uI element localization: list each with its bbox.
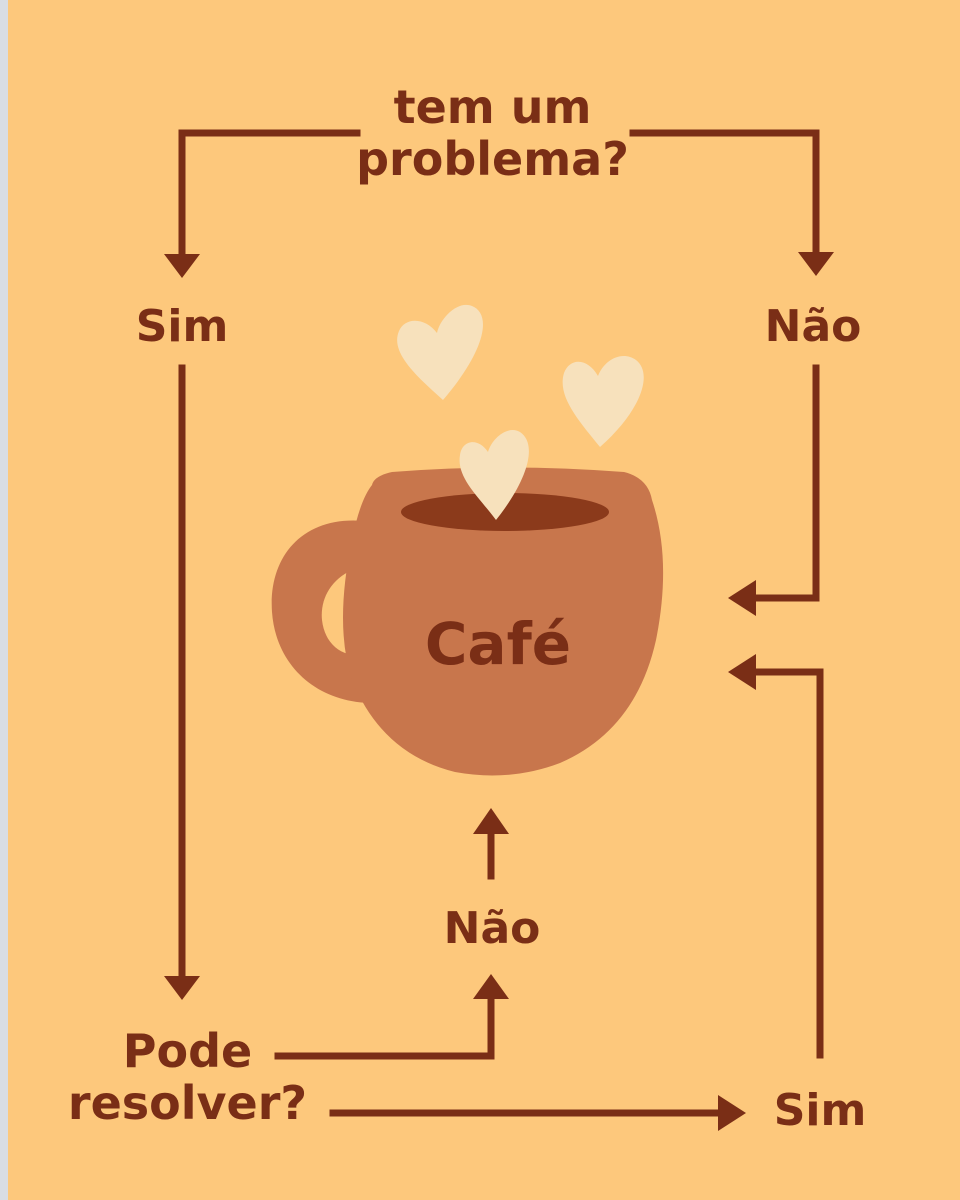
connector-question-to-yes: [178, 129, 361, 262]
answer-yes-left: Sim: [135, 301, 229, 352]
connector-no-to-cafe: [748, 364, 820, 602]
answer-no-right: Não: [764, 301, 862, 352]
page-edge: [0, 0, 8, 1200]
arrowhead-down-right: [798, 252, 834, 276]
question-bottom-line2: resolver?: [67, 1075, 308, 1130]
arrowhead-left-yes: [728, 654, 756, 690]
answer-yes-bottom: Sim: [773, 1085, 867, 1136]
connector-question-to-no: [629, 129, 820, 260]
heart-icon: [397, 304, 483, 400]
arrowhead-down-left: [164, 254, 200, 278]
heart-icon: [562, 355, 644, 447]
heart-icon: [459, 430, 529, 520]
arrowhead-right-yes: [718, 1095, 746, 1131]
arrowhead-up-no-bottom: [473, 974, 509, 999]
connector-yes-bottom-to-cafe: [748, 668, 824, 1059]
question-top: tem um problema?: [340, 80, 645, 186]
arrowhead-up-cafe: [473, 808, 509, 834]
question-bottom: Pode resolver?: [60, 1024, 315, 1130]
coffee-mug-icon: [271, 467, 664, 776]
answer-no-bottom: Não: [443, 903, 541, 954]
question-bottom-line1: Pode: [122, 1024, 253, 1078]
cup-label: Café: [424, 610, 572, 678]
question-top-line2: problema?: [356, 131, 629, 186]
question-top-line1: tem um: [393, 80, 592, 134]
connector-resolve-to-no: [274, 991, 495, 1060]
arrowhead-left-no: [728, 580, 756, 616]
arrowhead-down-resolve: [164, 976, 200, 1000]
